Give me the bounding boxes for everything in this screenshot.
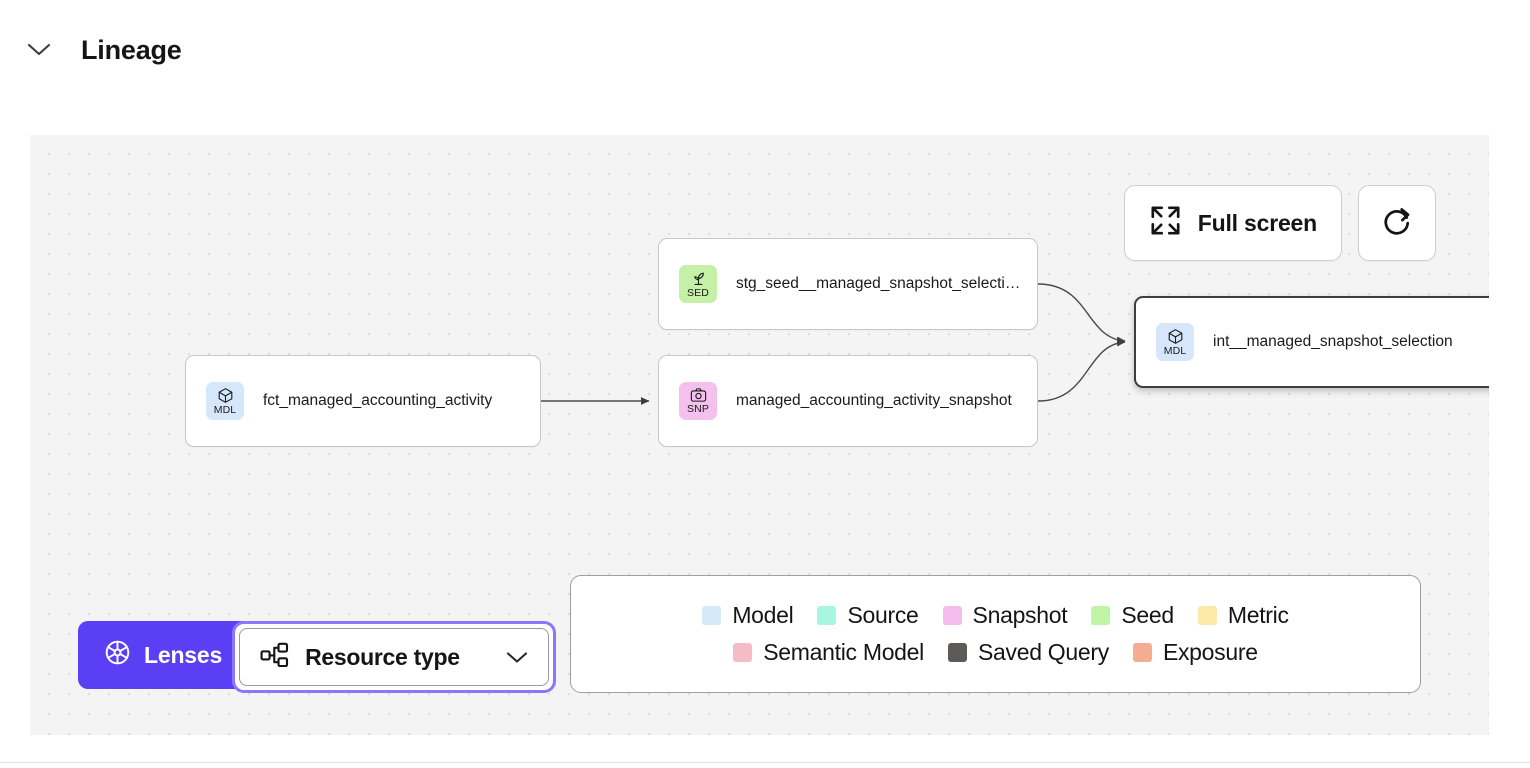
expand-arrows-icon: [1149, 204, 1182, 242]
chevron-down-icon: [506, 651, 528, 664]
lenses-label: Lenses: [144, 641, 223, 668]
refresh-icon: [1380, 204, 1414, 243]
canvas-controls: Full screen: [1123, 185, 1436, 261]
sprout-icon: [690, 270, 707, 288]
page-divider: [0, 762, 1530, 763]
cube-icon: [217, 387, 234, 405]
resource-badge-model: MDL: [1156, 323, 1194, 361]
lineage-node-label: stg_seed__managed_snapshot_selecti…: [736, 275, 1021, 292]
legend-item-seed: Seed: [1091, 602, 1174, 629]
lineage-canvas[interactable]: MDL fct_managed_accounting_activity SED …: [30, 135, 1489, 735]
legend-item-metric: Metric: [1197, 602, 1289, 629]
legend-item-snapshot: Snapshot: [942, 602, 1068, 629]
resource-badge-snapshot: SNP: [679, 382, 717, 420]
legend-swatch: [733, 643, 753, 662]
legend-row: Semantic Model Saved Query Exposure: [733, 639, 1258, 666]
resource-badge-text: SED: [687, 286, 709, 299]
full-screen-button[interactable]: Full screen: [1123, 185, 1342, 261]
legend-label: Seed: [1121, 602, 1174, 628]
legend-swatch: [1091, 606, 1111, 625]
lineage-node-managed-accounting-activity-snapshot[interactable]: SNP managed_accounting_activity_snapshot: [658, 355, 1038, 447]
lineage-legend: Model Source Snapshot Seed Metric: [570, 575, 1421, 693]
page-title: Lineage: [81, 35, 182, 65]
legend-swatch: [817, 606, 837, 625]
lineage-node-label: int__managed_snapshot_selection: [1213, 333, 1453, 350]
full-screen-label: Full screen: [1197, 209, 1317, 236]
resource-badge-text: SNP: [687, 403, 709, 416]
legend-label: Saved Query: [977, 639, 1109, 665]
cube-icon: [1167, 328, 1184, 346]
legend-swatch: [1132, 643, 1152, 662]
resource-type-dropdown[interactable]: Resource type: [239, 628, 550, 686]
lenses-button[interactable]: Lenses: [78, 621, 245, 689]
legend-swatch: [947, 643, 967, 662]
aperture-icon: [104, 639, 131, 671]
legend-item-model: Model: [702, 602, 794, 629]
lineage-node-label: fct_managed_accounting_activity: [263, 392, 493, 409]
legend-label: Metric: [1227, 602, 1289, 628]
legend-label: Exposure: [1162, 639, 1258, 665]
collapse-section-button[interactable]: [24, 36, 54, 64]
resource-type-focus-ring: Resource type: [232, 621, 557, 693]
section-header: Lineage: [0, 0, 1530, 100]
legend-swatch: [702, 606, 722, 625]
resource-badge-seed: SED: [679, 265, 717, 303]
legend-row: Model Source Snapshot Seed Metric: [702, 602, 1289, 629]
camera-icon: [690, 387, 707, 404]
resource-badge-text: MDL: [1163, 344, 1187, 357]
lineage-toolbar: Lenses Resource type: [78, 621, 557, 693]
legend-swatch: [942, 606, 962, 625]
lineage-node-label: managed_accounting_activity_snapshot: [736, 392, 1012, 409]
legend-item-saved-query: Saved Query: [947, 639, 1109, 666]
resource-badge-model: MDL: [206, 382, 244, 420]
legend-label: Source: [847, 602, 919, 628]
lineage-node-int-managed-snapshot-selection[interactable]: MDL int__managed_snapshot_selection: [1134, 296, 1489, 388]
refresh-button[interactable]: [1358, 185, 1436, 261]
legend-label: Snapshot: [972, 602, 1068, 628]
legend-item-semantic-model: Semantic Model: [733, 639, 924, 666]
hierarchy-icon: [260, 642, 289, 672]
legend-label: Semantic Model: [763, 639, 924, 665]
resource-type-label: Resource type: [305, 643, 460, 670]
lineage-node-stg-seed-managed-snapshot-selection[interactable]: SED stg_seed__managed_snapshot_selecti…: [658, 238, 1038, 330]
resource-badge-text: MDL: [213, 403, 237, 416]
lineage-node-fct-managed-accounting-activity[interactable]: MDL fct_managed_accounting_activity: [185, 355, 541, 447]
legend-item-exposure: Exposure: [1132, 639, 1258, 666]
legend-item-source: Source: [817, 602, 919, 629]
legend-swatch: [1197, 606, 1217, 625]
chevron-down-icon: [27, 43, 51, 57]
legend-label: Model: [732, 602, 794, 628]
